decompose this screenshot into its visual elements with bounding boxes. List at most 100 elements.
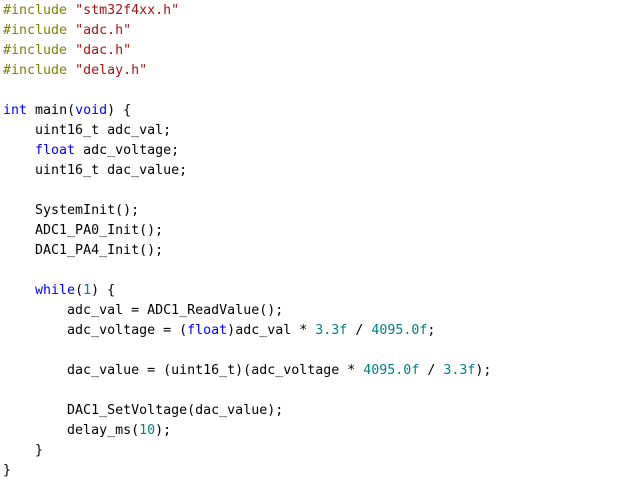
number-token: 10 (139, 423, 156, 438)
identifier-token: adc_voltage (251, 363, 340, 378)
code-line[interactable]: uint16_t adc_val; (3, 121, 491, 141)
code-line[interactable]: #include "delay.h" (3, 61, 491, 81)
number-token: 3.3f (443, 363, 476, 378)
code-line[interactable]: adc_voltage = (float)adc_val * 3.3f / 40… (3, 321, 491, 341)
punctuation-token: ) { (91, 283, 116, 298)
whitespace-token (3, 283, 35, 298)
code-line[interactable] (3, 261, 491, 281)
punctuation-token: ( (131, 423, 140, 438)
identifier-token: DAC1_PA4_Init (35, 243, 140, 258)
keyword-token: float (187, 323, 228, 338)
number-token: 4095.0f (363, 363, 420, 378)
code-line[interactable] (3, 341, 491, 361)
punctuation-token: ; (427, 323, 436, 338)
punctuation-token: ) { (107, 103, 132, 118)
whitespace-token (3, 303, 67, 318)
whitespace-token (3, 123, 35, 138)
punctuation-token: = ( (155, 323, 188, 338)
identifier-token: uint16_t dac_value (35, 163, 180, 178)
identifier-token: adc_voltage (83, 143, 172, 158)
keyword-token: void (75, 103, 108, 118)
punctuation-token: } (3, 463, 12, 478)
code-line[interactable]: dac_value = (uint16_t)(adc_voltage * 409… (3, 361, 491, 381)
whitespace-token (3, 163, 35, 178)
identifier-token: ADC1_PA0_Init (35, 223, 140, 238)
preprocessor-token: #include (3, 3, 68, 18)
code-line[interactable] (3, 81, 491, 101)
number-token: 3.3f (315, 323, 348, 338)
string-token: "adc.h" (75, 23, 132, 38)
punctuation-token: (); (139, 223, 164, 238)
punctuation-token: ( (67, 103, 76, 118)
punctuation-token: ); (155, 423, 172, 438)
keyword-token: while (35, 283, 76, 298)
code-line[interactable]: DAC1_PA4_Init(); (3, 241, 491, 261)
punctuation-token: ( (75, 283, 84, 298)
identifier-token: delay_ms (67, 423, 132, 438)
identifier-token: adc_voltage (67, 323, 156, 338)
whitespace-token (67, 3, 75, 18)
code-line[interactable]: SystemInit(); (3, 201, 491, 221)
punctuation-token: ; (179, 163, 188, 178)
code-line[interactable]: ADC1_PA0_Init(); (3, 221, 491, 241)
code-line[interactable]: DAC1_SetVoltage(dac_value); (3, 401, 491, 421)
whitespace-token (3, 323, 67, 338)
whitespace-token (67, 43, 75, 58)
punctuation-token: ) (227, 323, 236, 338)
punctuation-token: * (291, 323, 316, 338)
code-line[interactable]: } (3, 461, 491, 481)
identifier-token: adc_val (235, 323, 292, 338)
punctuation-token: / (347, 323, 372, 338)
whitespace-token (27, 103, 35, 118)
punctuation-token: } (35, 443, 44, 458)
code-line[interactable]: #include "stm32f4xx.h" (3, 1, 491, 21)
code-line[interactable] (3, 381, 491, 401)
identifier-token: DAC1_SetVoltage (67, 403, 188, 418)
keyword-token: int (3, 103, 28, 118)
identifier-token: SystemInit (35, 203, 116, 218)
identifier-token: main (35, 103, 68, 118)
identifier-token: dac_value (195, 403, 268, 418)
whitespace-token (3, 143, 35, 158)
whitespace-token (3, 423, 67, 438)
punctuation-token: * (339, 363, 364, 378)
identifier-token: adc_val (67, 303, 124, 318)
string-token: "dac.h" (75, 43, 132, 58)
identifier-token: uint16_t adc_val (35, 123, 164, 138)
punctuation-token: / (419, 363, 444, 378)
punctuation-token: (); (115, 203, 140, 218)
code-line[interactable]: #include "adc.h" (3, 21, 491, 41)
preprocessor-token: #include (3, 23, 68, 38)
whitespace-token (67, 23, 75, 38)
code-line[interactable]: adc_val = ADC1_ReadValue(); (3, 301, 491, 321)
number-token: 1 (83, 283, 92, 298)
code-line[interactable]: uint16_t dac_value; (3, 161, 491, 181)
preprocessor-token: #include (3, 43, 68, 58)
code-line[interactable]: delay_ms(10); (3, 421, 491, 441)
punctuation-token: ); (267, 403, 284, 418)
code-line[interactable]: int main(void) { (3, 101, 491, 121)
code-line[interactable]: #include "dac.h" (3, 41, 491, 61)
whitespace-token (3, 223, 35, 238)
keyword-token: float (35, 143, 76, 158)
whitespace-token (3, 203, 35, 218)
identifier-token: dac_value (67, 363, 140, 378)
punctuation-token: ( (187, 403, 196, 418)
code-line[interactable]: while(1) { (3, 281, 491, 301)
code-line[interactable]: float adc_voltage; (3, 141, 491, 161)
punctuation-token: (); (139, 243, 164, 258)
code-line[interactable]: } (3, 441, 491, 461)
punctuation-token: = (123, 303, 148, 318)
whitespace-token (75, 143, 83, 158)
identifier-token: ADC1_ReadValue (147, 303, 260, 318)
punctuation-token: ; (163, 123, 172, 138)
preprocessor-token: #include (3, 63, 68, 78)
code-line[interactable] (3, 181, 491, 201)
number-token: 4095.0f (371, 323, 428, 338)
whitespace-token (3, 443, 35, 458)
punctuation-token: = (uint16_t)( (139, 363, 252, 378)
code-listing[interactable]: #include "stm32f4xx.h"#include "adc.h"#i… (3, 1, 491, 481)
string-token: "delay.h" (75, 63, 148, 78)
whitespace-token (3, 403, 67, 418)
